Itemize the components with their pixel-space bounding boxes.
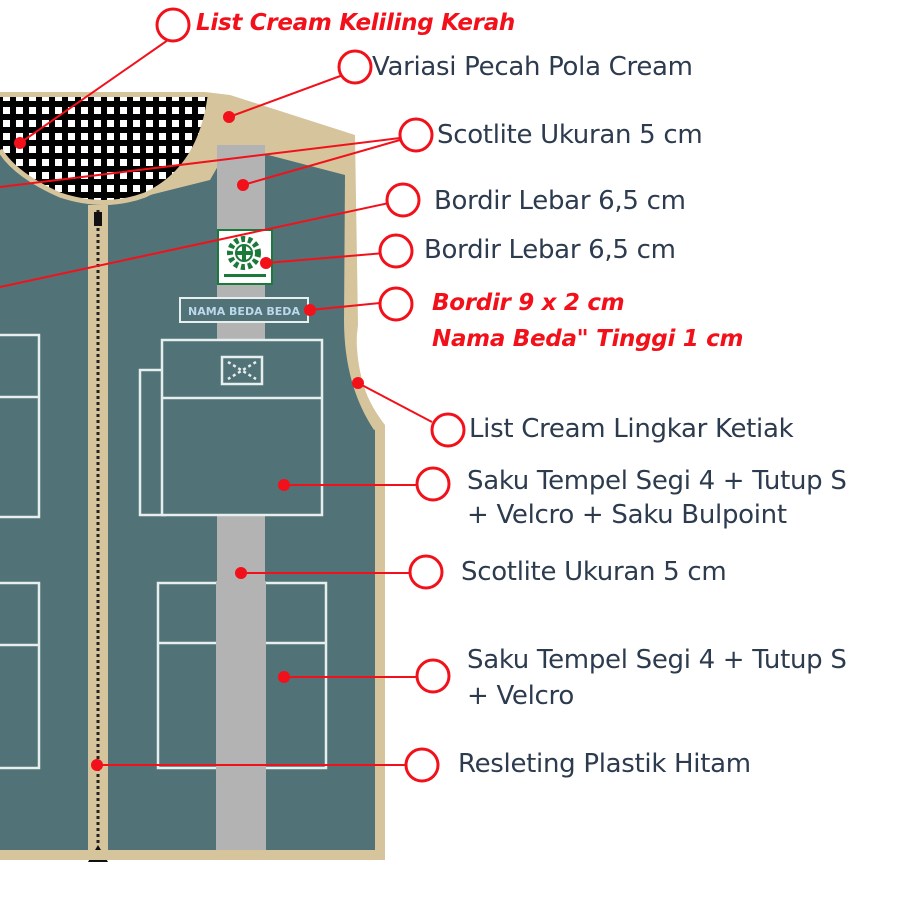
callout-line: Nama Beda" Tinggi 1 cm [432,326,744,352]
name-tag-text: NAMA BEDA BEDA [188,305,300,318]
callout-list-cream-lingkar-ketiak: List Cream Lingkar Ketiak [469,414,794,444]
callout-bordir-9x2: Bordir 9 x 2 cm Nama Beda" Tinggi 1 cm [432,285,743,357]
zipper-tape [88,205,108,850]
callout-line: + Velcro + Saku Bulpoint [467,500,787,530]
armhole-trim [344,170,384,430]
anchor-dots [14,111,364,771]
callout-line: Bordir 9 x 2 cm [432,290,625,316]
left-pockets [0,333,41,770]
collar-trim [0,96,213,205]
callout-scotlite-top: Scotlite Ukuran 5 cm [437,120,703,150]
callout-resleting-plastik-hitam: Resleting Plastik Hitam [458,749,751,779]
callout-saku-tempel-lower: Saku Tempel Segi 4 + Tutup S + Velcro [467,642,847,714]
callout-bordir-lebar-b: Bordir Lebar 6,5 cm [424,235,676,265]
callout-line: Saku Tempel Segi 4 + Tutup S [467,466,847,496]
callout-saku-tempel-upper: Saku Tempel Segi 4 + Tutup S + Velcro + … [467,464,847,532]
callout-circles [155,7,466,783]
callout-scotlite-mid: Scotlite Ukuran 5 cm [461,557,727,587]
upper-pocket [138,338,324,517]
callout-variasi-pecah-pola-cream: Variasi Pecah Pola Cream [372,52,693,82]
collar-pattern [0,97,210,203]
callout-line: Saku Tempel Segi 4 + Tutup S [467,645,847,675]
callout-bordir-lebar-a: Bordir Lebar 6,5 cm [434,186,686,216]
bottom-hem [0,850,385,860]
leader-lines [0,39,433,766]
callout-line: + Velcro [467,681,574,711]
callout-list-cream-keliling-kerah: List Cream Keliling Kerah [196,10,515,36]
